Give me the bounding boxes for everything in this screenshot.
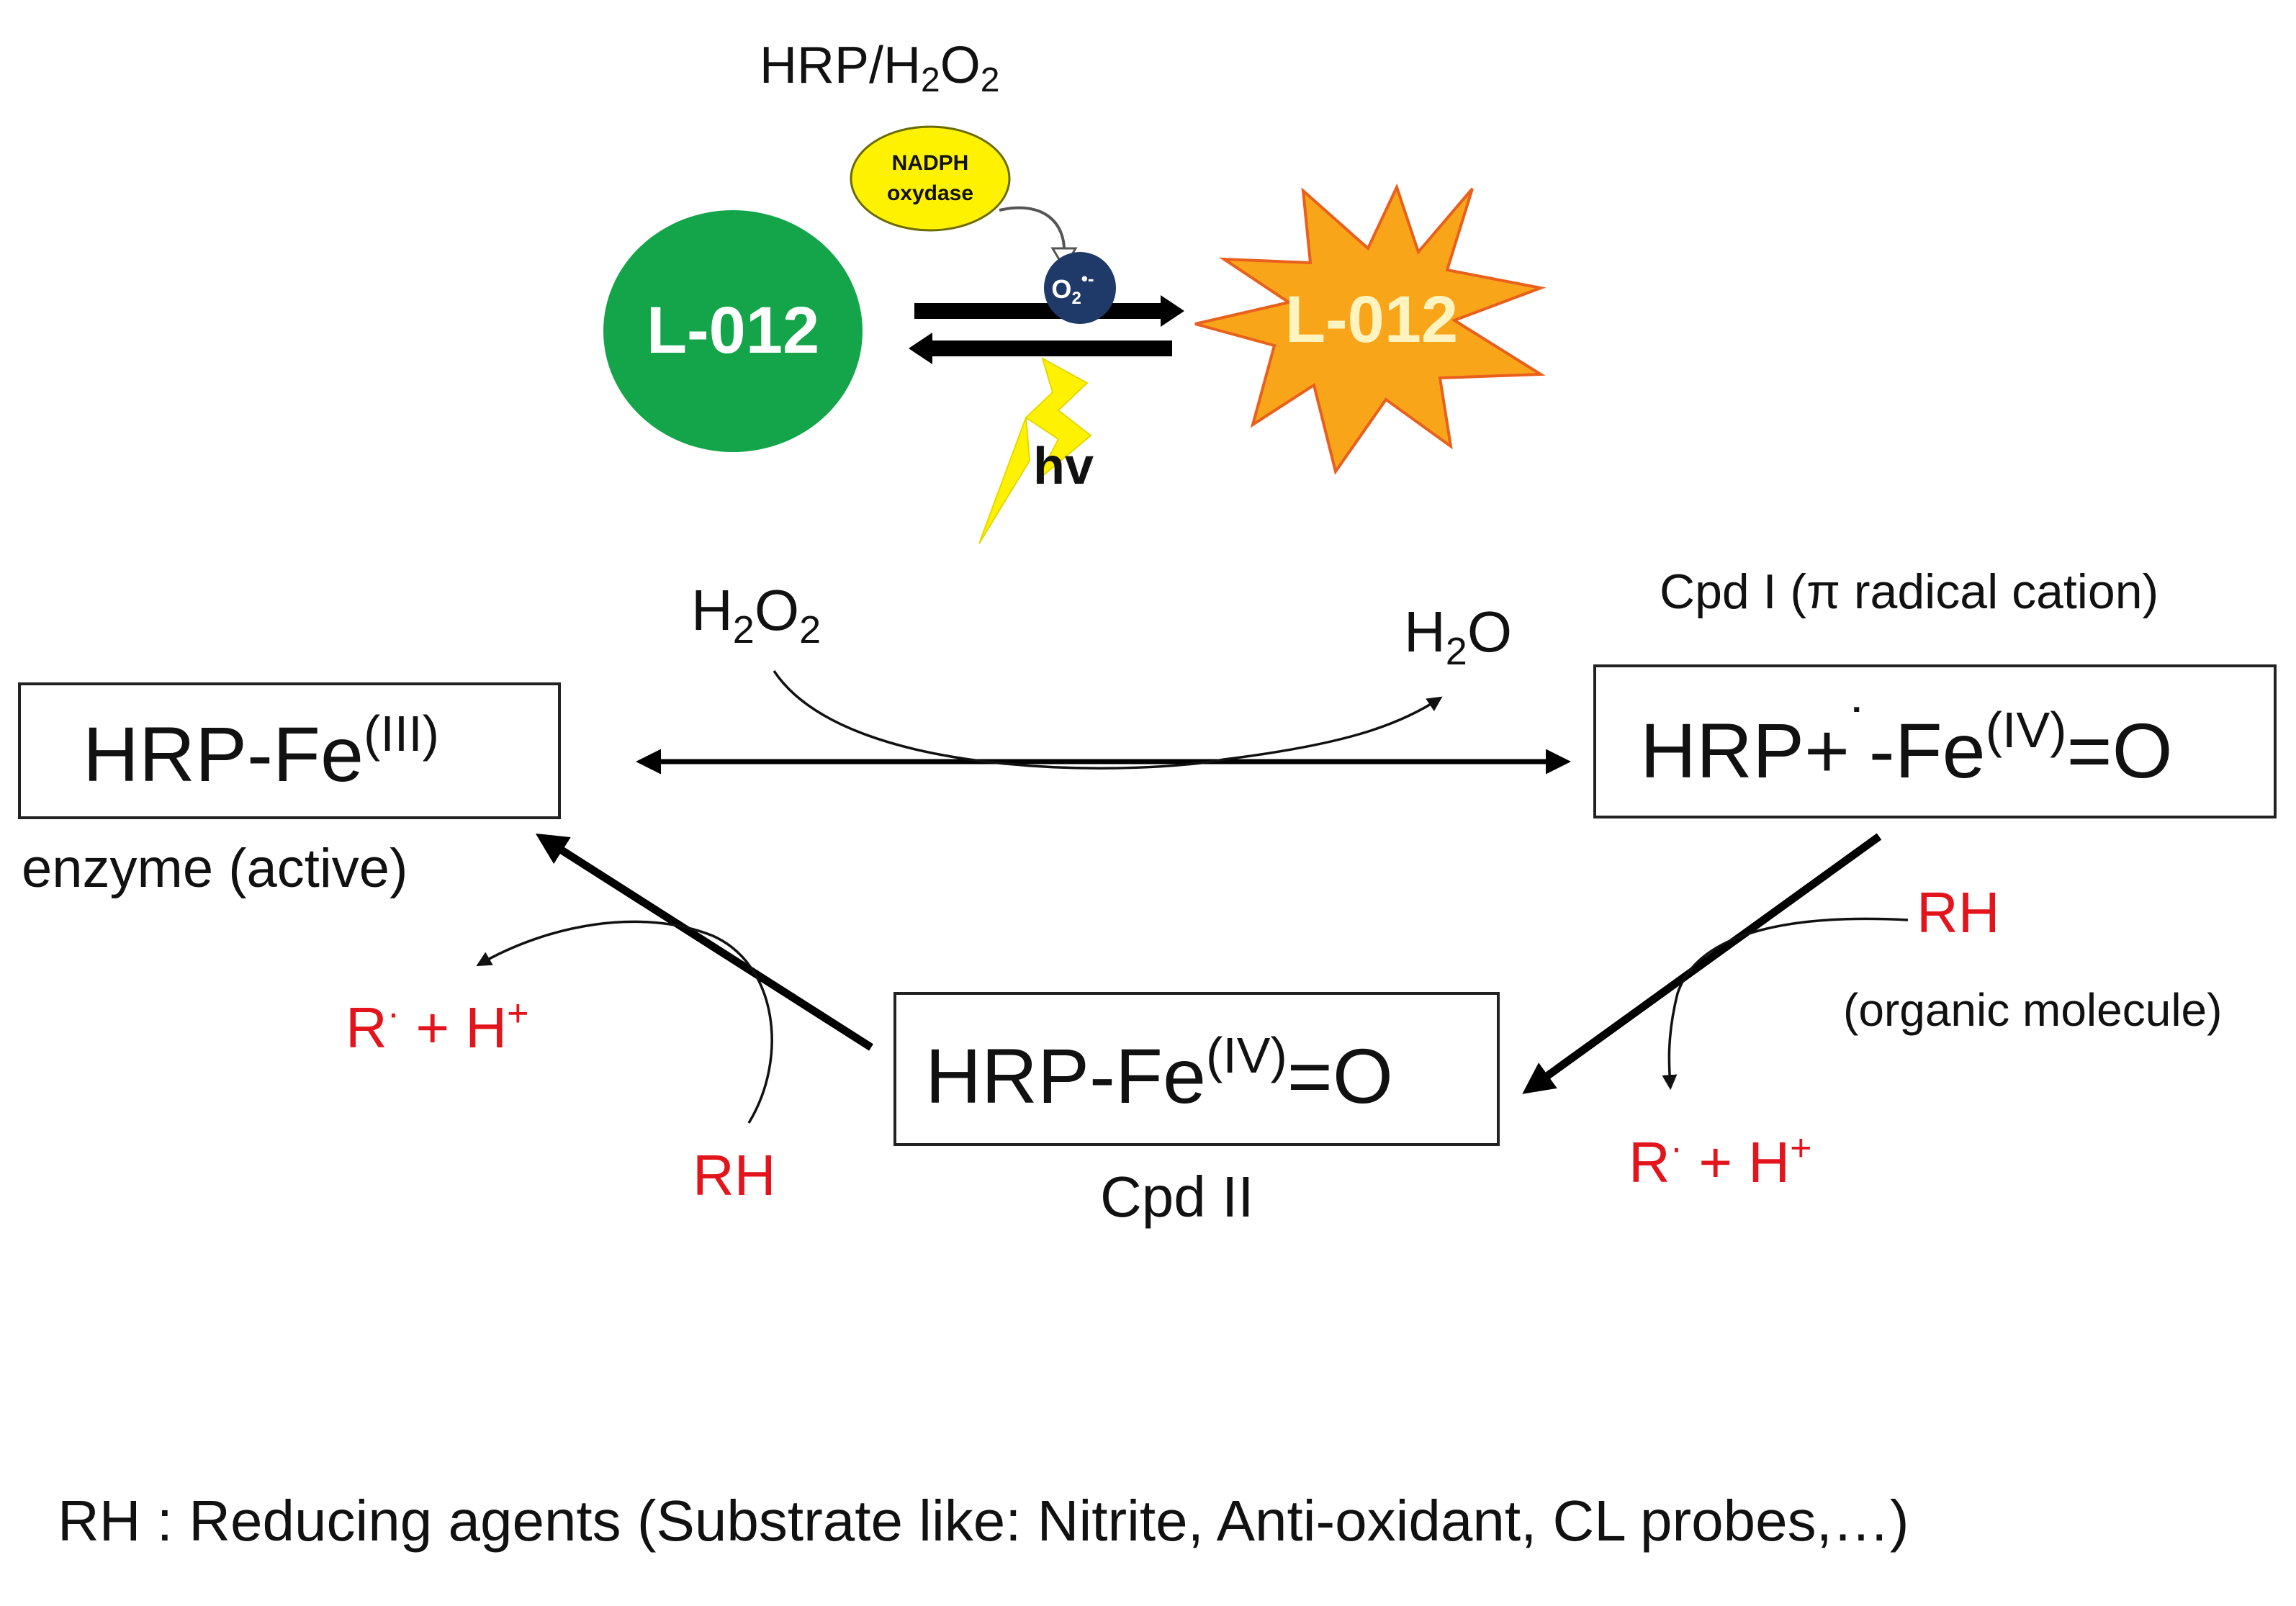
reverse-arrowhead [909,333,932,364]
cpd2-to-fe3-arrow [535,833,873,1051]
footnote: RH : Reducing agents (Substrate like: Ni… [58,1489,1909,1553]
products-right: R· + H+ [1629,1127,1811,1194]
hv-label: hv [1033,438,1094,495]
rh-left-arrow [476,920,773,1124]
hrp-fe3-formula: HRP-Fe(III) [83,705,439,798]
cpd1-label: Cpd I (π radical cation) [1660,564,2158,619]
organic-molecule-label: (organic molecule) [1843,984,2222,1036]
forward-arrowhead [1161,295,1184,327]
svg-text:O2•-: O2•- [1051,268,1094,308]
rh-right-arrow [1662,917,1909,1091]
cpd2-formula: HRP-Fe(IV)=O [925,1027,1393,1119]
rh-left-label: RH [693,1143,776,1207]
h2o-output-label: H2O [1404,600,1512,673]
h2o2-consumption-arrow [773,670,1443,770]
svg-text:L-012: L-012 [1285,283,1458,356]
superoxide-badge: O2•- [1044,252,1116,324]
cpd2-box [893,992,1500,1146]
cpd2-label: Cpd II [1100,1165,1253,1229]
enzyme-active-label: enzyme (active) [22,838,408,899]
products-left: R· + H+ [346,993,528,1060]
cpd1-formula: HRP+˙-Fe(IV)=O [1640,697,2173,794]
oxydase-label: oxydase [887,181,973,205]
nadph-oxidase-badge: NADPH oxydase [850,125,1011,232]
nadph-to-superoxide-arrow [999,206,1066,254]
svg-text:L-012: L-012 [647,294,819,367]
nadph-label: NADPH [892,151,969,175]
l012-ground-state: L-012 [603,210,863,452]
l012-excited-state: L-012 [1194,183,1547,475]
lightning-icon [978,356,1092,544]
h2o2-input-label: H2O2 [691,578,821,651]
cpd1-to-cpd2-arrow [1522,833,1882,1094]
hrp-fe3-box [18,682,561,819]
starburst-shape [1194,183,1547,475]
cpd1-box [1593,664,2277,818]
hrp-h2o2-title: HRP/H2O2 [760,37,999,99]
rh-right-label: RH [1917,880,2000,944]
